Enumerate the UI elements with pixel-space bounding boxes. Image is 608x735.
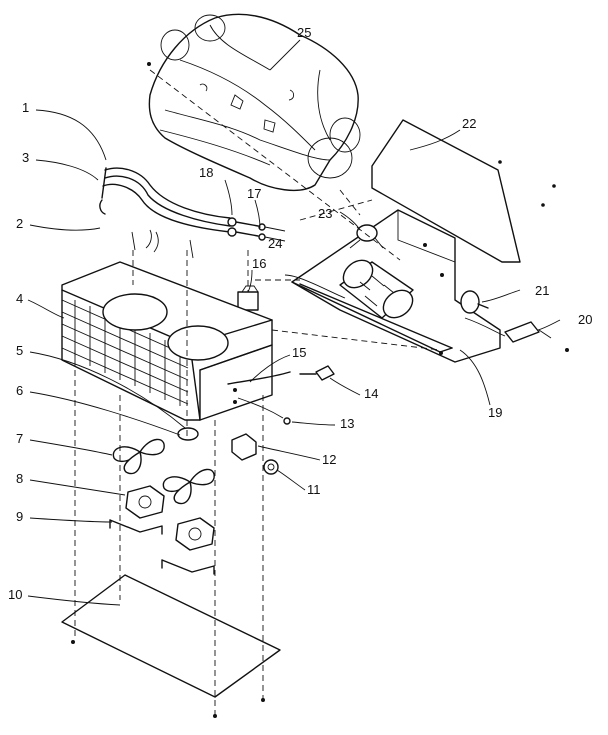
gas-tubing — [99, 167, 286, 259]
motor-brackets — [109, 519, 215, 575]
assembly-lines — [74, 69, 441, 716]
callout-11: 11 — [307, 482, 321, 497]
blower-hub — [177, 427, 199, 441]
housing-4 — [61, 261, 273, 421]
nut-11 — [263, 459, 279, 475]
callout-10: 10 — [8, 587, 22, 602]
flicker-cylinder — [339, 259, 414, 319]
callout-22: 22 — [462, 116, 476, 131]
light-bulb — [460, 290, 489, 314]
callout-14: 14 — [364, 386, 378, 401]
callout-1: 1 — [22, 100, 29, 115]
callout-23: 23 — [318, 206, 332, 221]
callout-6: 6 — [16, 383, 23, 398]
switch-16 — [237, 285, 259, 311]
callout-24: 24 — [268, 236, 282, 251]
callout-18: 18 — [199, 165, 213, 180]
callout-17: 17 — [247, 186, 261, 201]
callout-20: 20 — [578, 312, 592, 327]
callout-7: 7 — [16, 431, 23, 446]
callout-21: 21 — [535, 283, 549, 298]
callout-25: 25 — [297, 25, 311, 40]
rear-panel — [371, 119, 556, 263]
callout-12: 12 — [322, 452, 336, 467]
log-set — [147, 13, 361, 191]
igniter-assembly — [227, 365, 335, 425]
blower-motors — [125, 485, 215, 551]
callout-8: 8 — [16, 471, 23, 486]
callout-2: 2 — [16, 216, 23, 231]
limit-switch-12 — [231, 433, 257, 461]
callout-19: 19 — [488, 405, 502, 420]
callouts: 1 3 2 4 5 6 7 8 9 10 11 12 13 14 15 16 1… — [8, 25, 592, 602]
motor-23 — [349, 224, 384, 249]
callout-9: 9 — [16, 509, 23, 524]
callout-4: 4 — [16, 291, 23, 306]
callout-15: 15 — [292, 345, 306, 360]
callout-13: 13 — [340, 416, 354, 431]
wire-harness — [464, 317, 569, 352]
bottom-plate — [61, 574, 281, 718]
callout-16: 16 — [252, 256, 266, 271]
leader-lines — [27, 39, 561, 606]
callout-5: 5 — [16, 343, 23, 358]
callout-3: 3 — [22, 150, 29, 165]
